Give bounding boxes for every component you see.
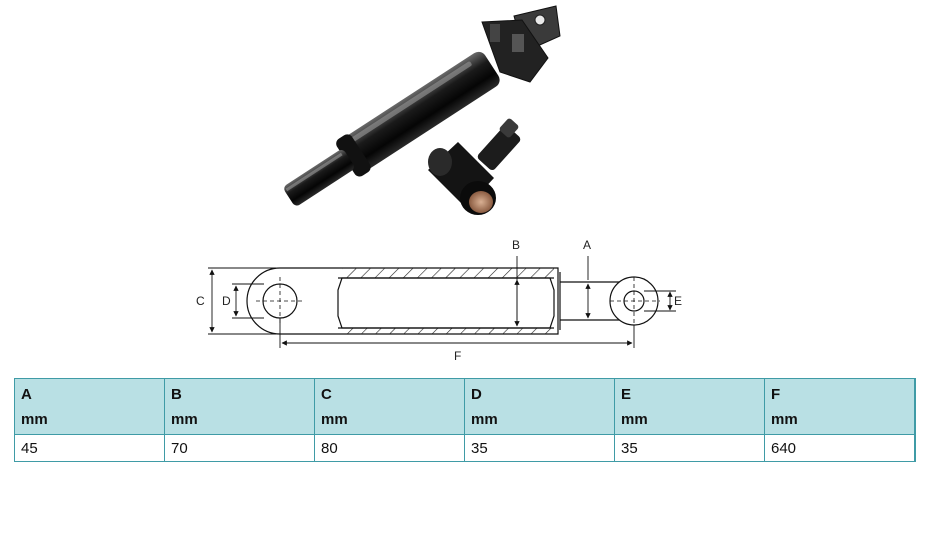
right-eye [609,276,660,326]
left-eye-hole [256,277,304,325]
cell-edge [914,434,916,462]
table-row: 45 70 80 35 35 640 [14,434,916,462]
rod-end-joint [428,118,521,215]
dim-label-c: C [196,294,205,308]
mounting-bracket [481,5,561,83]
cell-c: 80 [314,434,465,462]
dim-label-b: B [512,238,520,252]
cell-a: 45 [14,434,165,462]
cylinder-barrel [284,51,500,206]
dim-label-e: E [674,294,682,308]
cylinder-outline [246,267,620,335]
dim-label-d: D [222,294,231,308]
dimension-drawing: C D B A E F [196,238,682,363]
dimension-lines [208,256,676,348]
cell-b: 70 [164,434,315,462]
dim-label-a: A [583,238,591,252]
cell-d: 35 [464,434,615,462]
cell-f: 640 [764,434,915,462]
header-edge [914,378,916,435]
dim-label-f: F [454,349,461,363]
product-photo [284,5,561,215]
cell-e: 35 [614,434,765,462]
